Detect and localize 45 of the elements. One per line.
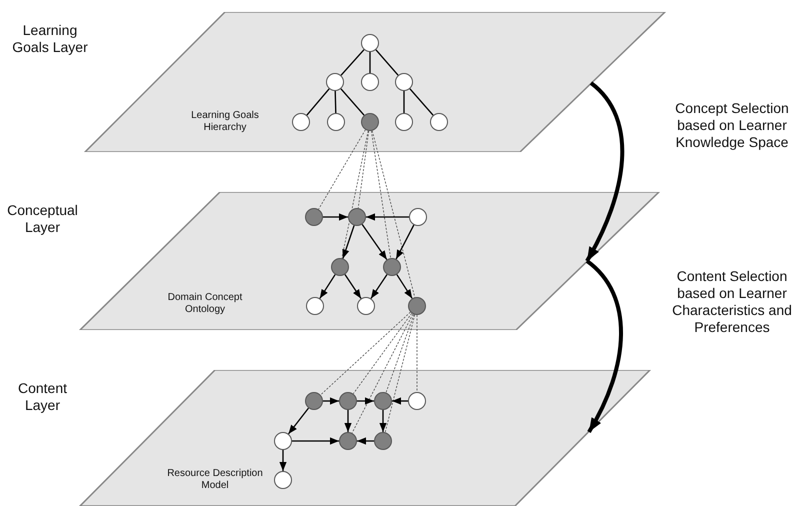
layer-caption: Learning Goals Hierarchy (190, 110, 260, 134)
connector-line (369, 52, 371, 73)
connector-line (340, 88, 365, 116)
curved-arrow (586, 259, 623, 433)
arrow (396, 274, 413, 299)
layer-title: Learning Goals Layer (11, 22, 89, 56)
arrow (323, 397, 339, 405)
arrow (362, 224, 388, 260)
dotted-line (372, 130, 416, 298)
connector-line (340, 49, 364, 76)
arrow (357, 397, 374, 405)
layer-caption: Resource Description Model (166, 468, 264, 492)
layer-caption: Domain Concept Ontology (166, 292, 244, 316)
dotted-line (320, 312, 411, 396)
layer-title: Content Layer (16, 380, 68, 414)
dotted-line (352, 314, 414, 434)
arrow (357, 437, 374, 445)
connector-line (306, 88, 330, 116)
dotted-line (384, 314, 416, 433)
dotted-line (371, 130, 391, 258)
arrow (292, 437, 339, 445)
curved-arrow (585, 82, 624, 262)
arrow (323, 213, 348, 221)
connector-line (375, 49, 399, 76)
arrow (379, 410, 387, 432)
arrow (392, 397, 408, 405)
arrow (366, 213, 409, 221)
connector-line (409, 88, 434, 116)
dotted-line (341, 130, 369, 259)
connector-line (334, 90, 336, 114)
dotted-line (386, 314, 414, 393)
dotted-line (352, 312, 412, 394)
arrow (344, 274, 362, 299)
layer-title: Conceptual Layer (6, 202, 79, 236)
arrow (396, 224, 414, 260)
arrow (344, 410, 352, 432)
arrow (279, 450, 287, 471)
dotted-line (358, 130, 370, 208)
arrow (370, 274, 388, 299)
arrow (342, 225, 355, 259)
connector-line (403, 91, 405, 113)
arrow (319, 274, 336, 299)
dotted-line (416, 314, 418, 392)
arrow (288, 408, 309, 434)
dotted-line (318, 129, 366, 210)
